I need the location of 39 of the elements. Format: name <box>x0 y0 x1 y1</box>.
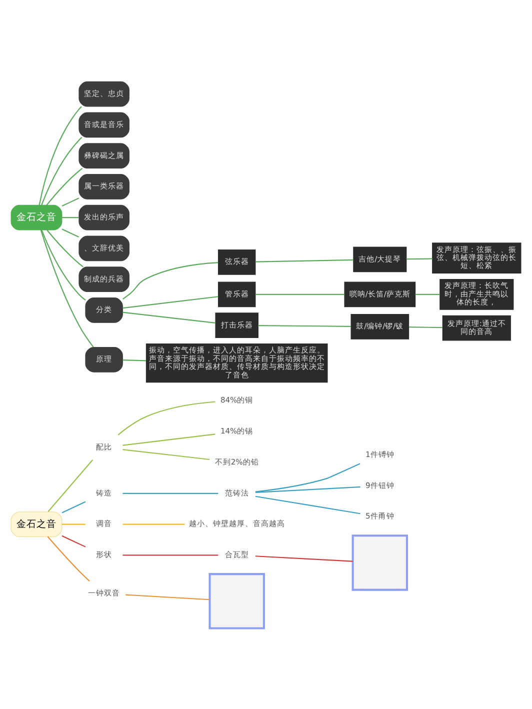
connector <box>38 106 82 205</box>
connector <box>122 554 218 556</box>
connector <box>122 311 216 323</box>
connector <box>62 228 80 238</box>
connector <box>41 229 86 300</box>
connector <box>406 258 432 260</box>
connector <box>126 594 210 600</box>
connector <box>62 216 79 218</box>
connector <box>47 536 90 582</box>
connector <box>41 136 82 205</box>
connector <box>122 492 218 494</box>
connector <box>255 486 360 493</box>
connector <box>122 262 218 299</box>
connector <box>62 523 86 524</box>
connector <box>255 258 354 262</box>
connector <box>118 400 216 435</box>
node-box <box>208 572 265 629</box>
connector <box>62 534 86 547</box>
connector <box>122 433 216 446</box>
connector <box>415 293 440 294</box>
connector <box>48 459 94 512</box>
connector <box>46 229 84 267</box>
connector <box>255 462 360 492</box>
connector <box>255 555 353 562</box>
connector <box>408 326 443 328</box>
connector <box>258 324 351 326</box>
connector <box>122 296 218 308</box>
node-box <box>352 534 408 590</box>
connector <box>46 167 83 206</box>
connector <box>255 293 344 294</box>
connector <box>62 500 86 513</box>
connector <box>122 359 146 361</box>
connector <box>122 523 185 524</box>
node-box: 金石之音 <box>10 511 62 536</box>
connector <box>40 229 94 347</box>
node-box: 金石之音 <box>10 204 62 230</box>
connector <box>122 448 210 460</box>
connector <box>255 495 360 514</box>
connector <box>62 197 80 206</box>
